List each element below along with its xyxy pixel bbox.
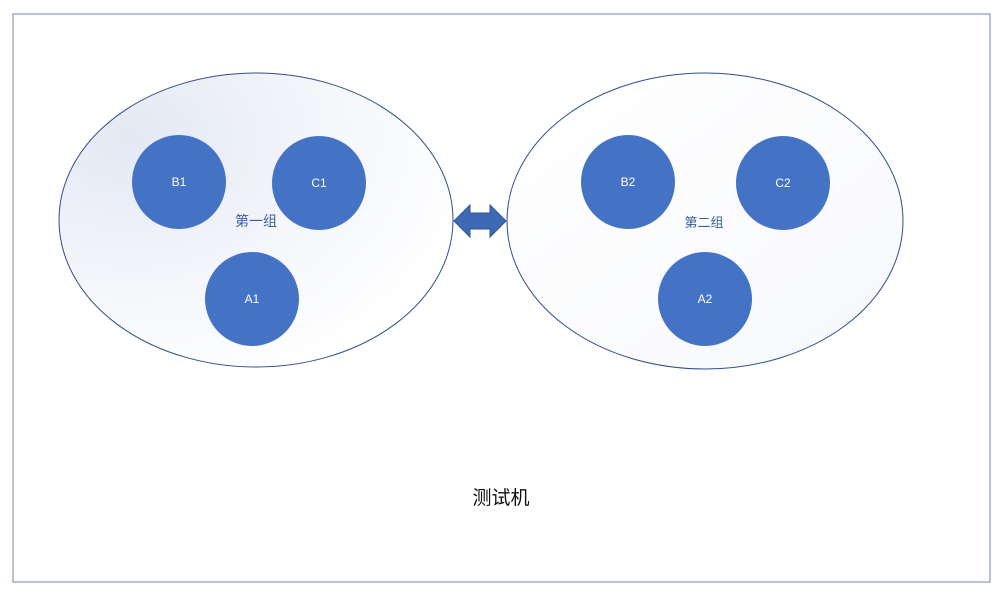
node-b1 (132, 135, 226, 229)
node-b2 (581, 135, 675, 229)
bidirectional-arrow-icon (453, 203, 507, 239)
group-2-label: 第二组 (684, 216, 723, 231)
node-a1-label: A1 (245, 292, 260, 306)
node-b1-label: B1 (172, 175, 187, 189)
group-2: B2 C2 A2 第二组 (506, 72, 904, 370)
node-c2-label: C2 (775, 176, 791, 190)
node-b2-label: B2 (621, 175, 636, 189)
container-label: 测试机 (472, 487, 529, 509)
node-c1 (272, 136, 366, 230)
node-c1-label: C1 (311, 176, 327, 190)
node-a1 (205, 252, 299, 346)
node-c2 (736, 136, 830, 230)
group-1: B1 C1 A1 第一组 (58, 72, 454, 368)
group-1-label: 第一组 (235, 213, 277, 230)
node-a2 (658, 252, 752, 346)
node-a2-label: A2 (698, 292, 713, 306)
